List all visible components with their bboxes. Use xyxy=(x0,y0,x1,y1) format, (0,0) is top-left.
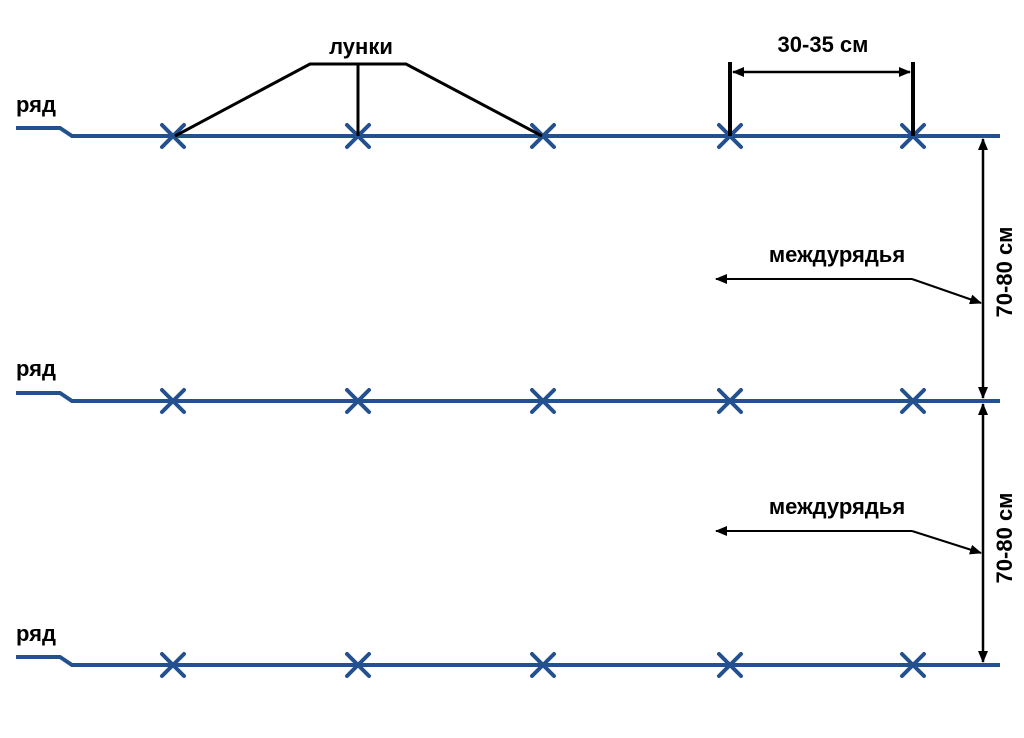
row-spacing-label-1: 70-80 см xyxy=(992,227,1017,318)
interrow-label-1: междурядья xyxy=(769,242,905,267)
hole-mark-row3-2 xyxy=(345,652,371,678)
hole-mark-row2-1 xyxy=(160,388,186,414)
hole-mark-row3-3 xyxy=(530,652,556,678)
hole-mark-row2-5 xyxy=(900,388,926,414)
row-label-1: ряд xyxy=(16,92,56,117)
holes-pointer xyxy=(174,62,543,138)
interrow-pointer-1 xyxy=(715,274,982,305)
hole-mark-row3-1 xyxy=(160,652,186,678)
row-label-2: ряд xyxy=(16,356,56,381)
row-line-3 xyxy=(16,655,1000,667)
row-line-1 xyxy=(16,126,1000,138)
hole-spacing-dimension xyxy=(728,62,915,136)
hole-mark-row2-3 xyxy=(530,388,556,414)
row-spacing-label-2: 70-80 см xyxy=(992,493,1017,584)
hole-mark-row2-4 xyxy=(717,388,743,414)
hole-mark-row1-3 xyxy=(530,123,556,149)
hole-mark-row3-5 xyxy=(900,652,926,678)
interrow-pointer-2 xyxy=(715,526,982,555)
hole-spacing-label: 30-35 см xyxy=(778,32,869,57)
interrow-label-2: междурядья xyxy=(769,494,905,519)
hole-mark-row2-2 xyxy=(345,388,371,414)
row-label-3: ряд xyxy=(16,621,56,646)
holes-label: лунки xyxy=(329,34,393,59)
row-lines xyxy=(16,126,1000,667)
row-line-2 xyxy=(16,391,1000,403)
hole-mark-row3-4 xyxy=(717,652,743,678)
hole-mark-row1-1 xyxy=(160,123,186,149)
